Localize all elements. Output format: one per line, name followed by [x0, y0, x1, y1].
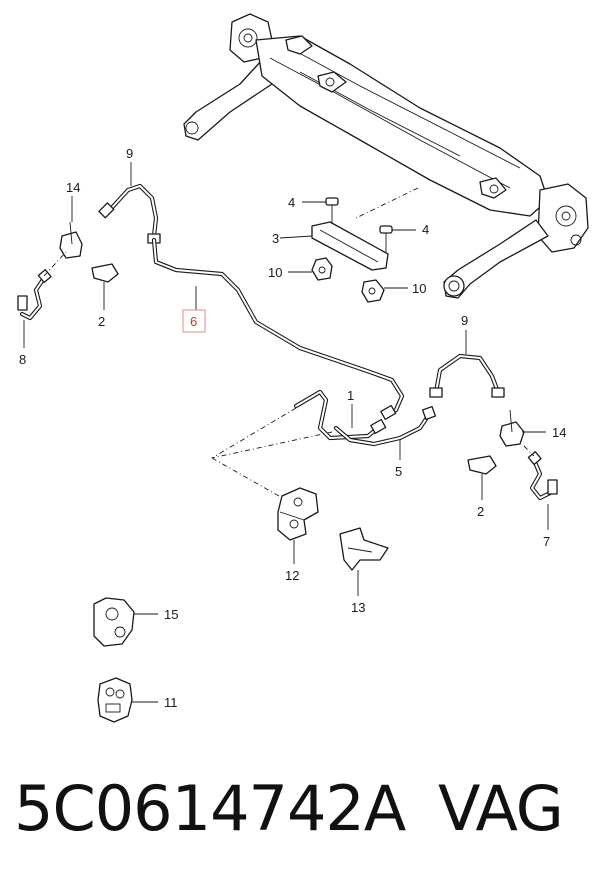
- clip-10-right: [361, 279, 408, 303]
- bracket-plate-3: [279, 221, 389, 271]
- retaining-clip-2-left: [91, 263, 119, 310]
- callout-8: 8: [19, 352, 26, 367]
- footer: 5C0614742A VAG: [0, 772, 600, 872]
- callout-13: 13: [351, 600, 365, 615]
- pipe-holder-12: [277, 487, 319, 564]
- callout-7: 7: [543, 534, 550, 549]
- screw-4-right: [379, 225, 416, 252]
- clip-13: [339, 527, 389, 596]
- callout-2-left: 2: [98, 314, 105, 329]
- brake-pipe-6: [151, 237, 405, 420]
- callout-9-left: 9: [126, 146, 133, 161]
- callout-14-right: 14: [552, 425, 566, 440]
- brake-pipe-8: [17, 251, 67, 348]
- brake-hose-9-left: [98, 162, 161, 244]
- callout-14-left: 14: [66, 180, 80, 195]
- brake-pipe-5: [333, 405, 437, 460]
- exploded-parts-diagram: 3 4 4 10 10 9 14: [17, 13, 589, 723]
- callout-9-right: 9: [461, 313, 468, 328]
- brake-pipe-7: [523, 445, 558, 530]
- pipe-holder-15: [93, 597, 158, 647]
- brake-hose-9-right: [429, 330, 505, 398]
- callout-6-highlight-box: [182, 309, 206, 333]
- brake-pipe-1: [293, 389, 387, 441]
- screw-4-left: [302, 197, 339, 224]
- callout-4-right: 4: [422, 222, 429, 237]
- pipe-holder-11: [97, 677, 158, 723]
- callout-11: 11: [164, 695, 178, 710]
- callout-10-left: 10: [268, 265, 282, 280]
- callout-6: 6: [190, 314, 197, 329]
- clip-10-left: [288, 257, 333, 281]
- callout-12: 12: [285, 568, 299, 583]
- callout-5: 5: [395, 464, 402, 479]
- callout-10-right: 10: [412, 281, 426, 296]
- callout-1: 1: [347, 388, 354, 403]
- callout-3: 3: [272, 231, 279, 246]
- rear-axle-beam: [183, 13, 589, 299]
- part-number: 5C0614742A: [14, 772, 406, 845]
- callout-15: 15: [164, 607, 178, 622]
- callout-4-left: 4: [288, 195, 295, 210]
- hose-bracket-14-left: [59, 196, 83, 259]
- retaining-clip-2-right: [467, 455, 497, 500]
- brand-name: VAG: [438, 772, 564, 845]
- hose-bracket-14-right: [499, 409, 546, 447]
- callout-2-right: 2: [477, 504, 484, 519]
